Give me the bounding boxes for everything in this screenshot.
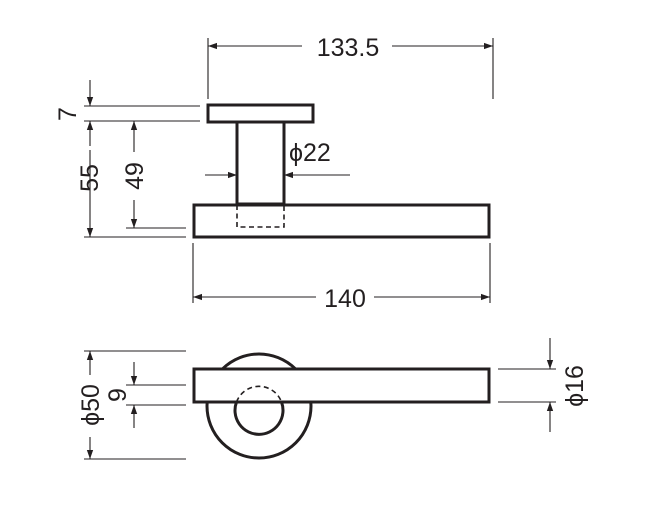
rose-plate: [206, 103, 315, 124]
dim-label-140: 140: [324, 285, 366, 313]
lever-bar-top: [192, 367, 491, 404]
dim-label-133-5: 133.5: [317, 34, 380, 62]
hidden-neck-circle: [235, 385, 283, 403]
dim-label-55: 55: [76, 164, 104, 192]
dim-rose-diameter: ϕ50: [77, 350, 186, 460]
hidden-neck-outline: [236, 205, 285, 228]
dim-lever-height: 49: [120, 121, 186, 229]
dim-lever-offset: 9: [104, 362, 186, 428]
dim-spindle-diameter: ϕ16: [498, 338, 589, 432]
dim-label-9: 9: [104, 388, 132, 402]
dim-label-7: 7: [54, 107, 82, 121]
dim-neck-diameter: ϕ22: [205, 139, 350, 179]
dim-label-phi-50: ϕ50: [77, 384, 105, 426]
dim-overall-width: 133.5: [207, 33, 494, 99]
top-view: [192, 352, 491, 460]
dim-label-49: 49: [121, 162, 149, 190]
dim-rose-thickness: 7: [54, 80, 200, 146]
dim-label-phi-16: ϕ16: [561, 365, 589, 407]
neck: [235, 120, 286, 206]
lever-bar: [192, 203, 491, 239]
dim-overall-height: 55: [76, 150, 186, 238]
neck-circle: [233, 401, 285, 436]
dim-lever-length: 140: [192, 243, 491, 313]
side-view: [192, 103, 491, 239]
dim-label-phi-22: ϕ22: [289, 139, 331, 167]
